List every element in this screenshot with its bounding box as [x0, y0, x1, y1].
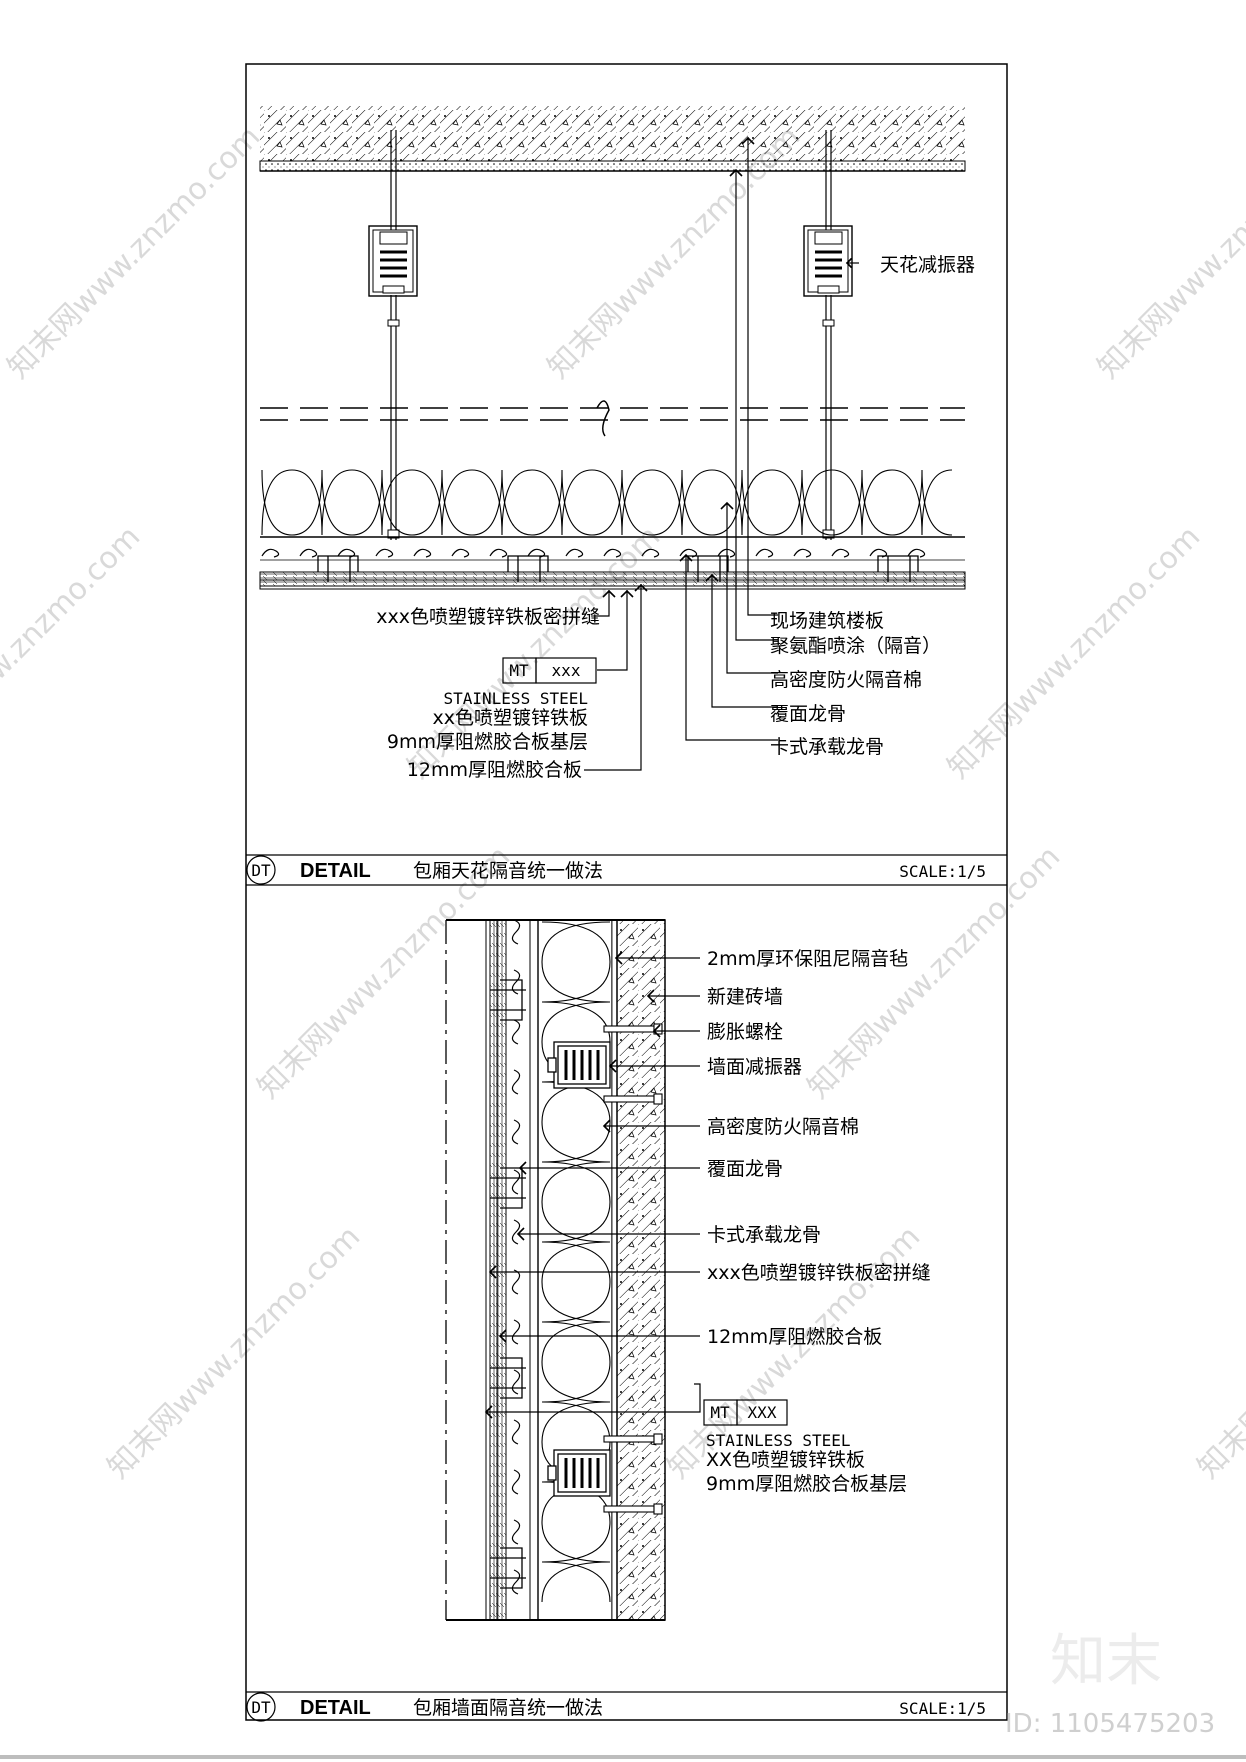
- brand-watermark: 知末: [1050, 1629, 1162, 1694]
- mt-tag-code: XXX: [748, 1403, 777, 1422]
- steel-panel-wall: [485, 919, 491, 1621]
- detail-badge: [246, 1692, 276, 1722]
- label-plywood-12mm-wall: 12mm厚阻燃胶合板: [707, 1326, 882, 1348]
- label-steel-seam-wall: xxx色喷塑镀锌铁板密拼缝: [707, 1262, 931, 1284]
- detail-label: DETAIL: [300, 1697, 371, 1719]
- detail-badge: [246, 855, 276, 885]
- wall-section: MT XXX 2mm厚环保阻尼隔音毡 新建砖墙 膨胀螺栓 墙面减振器 高密度防火…: [445, 919, 931, 1621]
- detail-title: 包厢墙面隔音统一做法: [413, 1697, 603, 1719]
- title-bar-ceiling: DT DETAIL 包厢天花隔音统一做法 SCALE:1/5: [246, 855, 986, 885]
- watermark-text: 知末网www.znzmo.com: [1191, 1219, 1246, 1485]
- material-tag-ceiling: MT xxx: [502, 657, 597, 684]
- ceiling-damper-left: [368, 225, 418, 297]
- title-bar-wall: DT DETAIL 包厢墙面隔音统一做法 SCALE:1/5: [246, 1692, 986, 1722]
- cover-keel-clips-wall: [490, 979, 526, 1589]
- label-clip-keel-wall: 卡式承载龙骨: [707, 1224, 821, 1246]
- mt-tag-code: xxx: [552, 661, 581, 680]
- ceiling-section: MT xxx 天花减振器 xxx色喷塑镀锌铁板密拼缝 现场建筑楼板 聚氨酯喷涂（…: [259, 106, 975, 781]
- label-cover-keel-wall: 覆面龙骨: [707, 1158, 783, 1180]
- label-floor-slab: 现场建筑楼板: [770, 610, 884, 632]
- wall-damper-lower: [547, 1449, 611, 1497]
- label-wall-damper: 墙面减振器: [707, 1056, 802, 1078]
- hanger-rod-left: [387, 130, 400, 540]
- leader-lines-ceiling: [584, 137, 859, 771]
- label-mt-line2: xx色喷塑镀锌铁板: [433, 707, 589, 729]
- label-mt-line1: STAINLESS STEEL: [444, 689, 589, 708]
- watermark-text: 知末网www.znzmo.com: [0, 519, 147, 785]
- section-boundary: [445, 919, 486, 1621]
- label-pu-spray: 聚氨酯喷涂（隔音）: [770, 635, 941, 657]
- watermark-text: 知末网www.znzmo.com: [1, 119, 267, 385]
- label-ceiling-damper: 天花减振器: [880, 254, 975, 276]
- label-brick-wall: 新建砖墙: [707, 986, 783, 1008]
- label-mt-line2-wall: XX色喷塑镀锌铁板: [706, 1449, 865, 1471]
- label-insulation-wall: 高密度防火隔音棉: [707, 1116, 859, 1138]
- leader-arrowheads-wall: [484, 951, 661, 1419]
- image-id-watermark: ID: 1105475203: [1005, 1709, 1215, 1739]
- material-tag-wall: MT XXX: [703, 1399, 788, 1426]
- label-mt-line3: 9mm厚阻燃胶合板基层: [387, 731, 588, 753]
- insulation-wool: [260, 469, 965, 538]
- mt-tag-label: MT: [509, 661, 529, 680]
- plywood-9mm-ceiling: [259, 579, 966, 587]
- label-cover-keel: 覆面龙骨: [770, 703, 846, 725]
- label-insulation: 高密度防火隔音棉: [770, 669, 922, 691]
- watermark-text: 知末网www.znzmo.com: [1091, 119, 1246, 385]
- detail-scale: SCALE:1/5: [899, 1699, 986, 1718]
- sheet-frame: [245, 63, 1008, 1721]
- detail-label: DETAIL: [300, 860, 371, 882]
- leader-arrowheads-ceiling: [602, 136, 755, 598]
- detail-badge-text: DT: [251, 861, 271, 880]
- mt-tag-label: MT: [710, 1403, 730, 1422]
- detail-scale: SCALE:1/5: [899, 862, 986, 881]
- concrete-slab: [260, 106, 965, 161]
- label-damping-felt: 2mm厚环保阻尼隔音毡: [707, 948, 908, 970]
- label-clip-keel: 卡式承载龙骨: [770, 736, 884, 758]
- plywood-12mm-wall: [496, 919, 507, 1621]
- label-steel-seam: xxx色喷塑镀锌铁板密拼缝: [376, 606, 600, 628]
- watermark-text: 知末网www.znzmo.com: [941, 519, 1207, 785]
- break-line: [260, 400, 965, 437]
- watermark-text: 知末网www.znzmo.com: [101, 1219, 367, 1485]
- insulation-wool-wall: [541, 921, 611, 1603]
- hanger-rod-right: [822, 130, 835, 540]
- ceiling-damper-right: [803, 225, 853, 297]
- label-plywood-12mm: 12mm厚阻燃胶合板: [407, 759, 582, 781]
- pu-spray-layer: [259, 160, 966, 172]
- clip-keel-column: [511, 919, 521, 1595]
- label-expansion-bolt: 膨胀螺栓: [707, 1021, 783, 1043]
- wall-damper-upper: [547, 1041, 611, 1089]
- expansion-bolts: [603, 1023, 663, 1515]
- detail-title: 包厢天花隔音统一做法: [413, 860, 603, 882]
- label-mt-line1-wall: STAINLESS STEEL: [706, 1431, 851, 1450]
- leader-lines-wall: [486, 957, 701, 1413]
- detail-badge-text: DT: [251, 1698, 271, 1717]
- clip-keel-row: [260, 548, 965, 561]
- steel-panel-ceiling: [259, 585, 966, 590]
- new-brick-wall: [616, 919, 666, 1621]
- label-mt-line3-wall: 9mm厚阻燃胶合板基层: [706, 1473, 907, 1495]
- plywood-12mm-ceiling: [259, 571, 966, 581]
